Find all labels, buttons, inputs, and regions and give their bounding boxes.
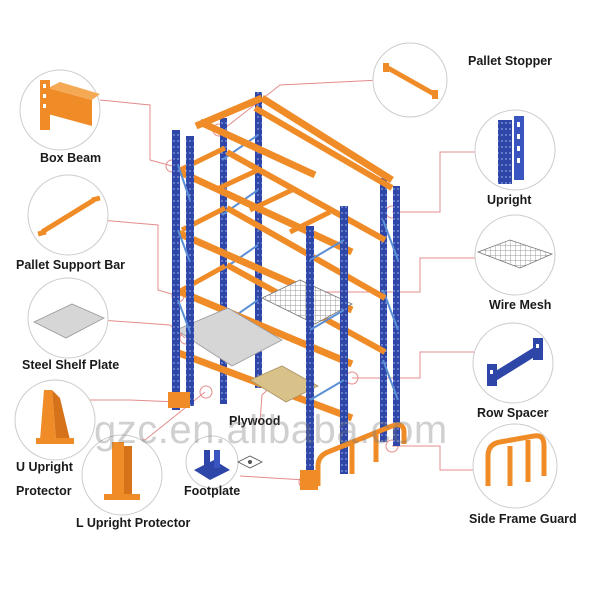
leader-pallet-support-bar [99, 219, 176, 296]
callout-wire-mesh [474, 214, 556, 296]
label-steel-shelf-plate: Steel Shelf Plate [22, 358, 120, 372]
watermark: gzc.en.alibaba.com [94, 408, 448, 452]
label-l-upright-protector: L Upright Protector [76, 516, 191, 530]
wire-mesh-icon [476, 239, 554, 269]
leader-l-upright-protector [239, 475, 306, 481]
plywood-deck [249, 365, 319, 403]
label-pallet-support-bar: Pallet Support Bar [16, 258, 126, 272]
u-upright-protector-icon [36, 390, 74, 444]
label-upright: Upright [487, 193, 532, 207]
row-spacer-icon [487, 338, 543, 386]
box-beam-icon [40, 80, 100, 130]
callout-pallet-stopper [372, 42, 448, 118]
label-box-beam: Box Beam [40, 151, 102, 165]
label-footplate: Footplate [184, 484, 241, 498]
rack-structure [168, 92, 407, 490]
callout-row-spacer [472, 322, 554, 404]
back-upright-right-a [380, 178, 387, 442]
leader-pallet-stopper [224, 79, 381, 129]
front-bracing [177, 164, 345, 401]
callout-upright [474, 109, 556, 191]
back-upright-right-b [393, 186, 400, 446]
upright-icon [498, 116, 524, 184]
leader-side-frame-guard [392, 445, 475, 471]
steel-shelf-plate [175, 307, 283, 367]
side-frame-guard-icon [485, 433, 547, 486]
front-upright-right-b [340, 206, 348, 474]
callout-u-upright-protector [14, 379, 96, 461]
label-wire-mesh: Wire Mesh [489, 298, 552, 312]
front-upright-left-a [172, 130, 180, 410]
label-side-frame-guard: Side Frame Guard [469, 512, 577, 526]
top-beams [194, 94, 394, 183]
front-upright-left-b [186, 136, 194, 406]
l-upright-protector-icon [104, 442, 140, 500]
callout-steel-shelf-plate [27, 277, 109, 359]
rack-side-guard [315, 422, 407, 486]
front-upright-right-a [306, 226, 314, 488]
steel-shelf-plate-icon [33, 303, 105, 339]
footplate-icon [194, 450, 230, 480]
leader-u-upright-protector [80, 399, 179, 403]
callout-box-beam [19, 69, 101, 151]
callout-l-upright-protector [81, 434, 163, 516]
pallet-stopper-icon [386, 65, 436, 97]
callout-pallet-support-bar [27, 174, 109, 256]
leader-upright [392, 151, 475, 213]
pallet-support-bar-icon [37, 195, 101, 237]
base-protectors [168, 392, 318, 490]
leader-wire-mesh [300, 257, 475, 293]
label-pallet-stopper: Pallet Stopper [468, 54, 553, 68]
label-plywood: Plywood [229, 414, 281, 428]
label-row-spacer: Row Spacer [477, 406, 549, 420]
label-u-upright-protector-line1: U Upright [16, 460, 73, 474]
back-upright-left [220, 118, 227, 404]
footplate-anchor-icon [237, 455, 263, 469]
label-u-upright-protector-line2: Protector [16, 484, 72, 498]
leader-box-beam [99, 99, 173, 167]
leader-row-spacer [352, 351, 475, 379]
back-upright-mid [255, 92, 262, 388]
callout-side-frame-guard [472, 423, 558, 509]
callout-footplate [185, 435, 263, 489]
